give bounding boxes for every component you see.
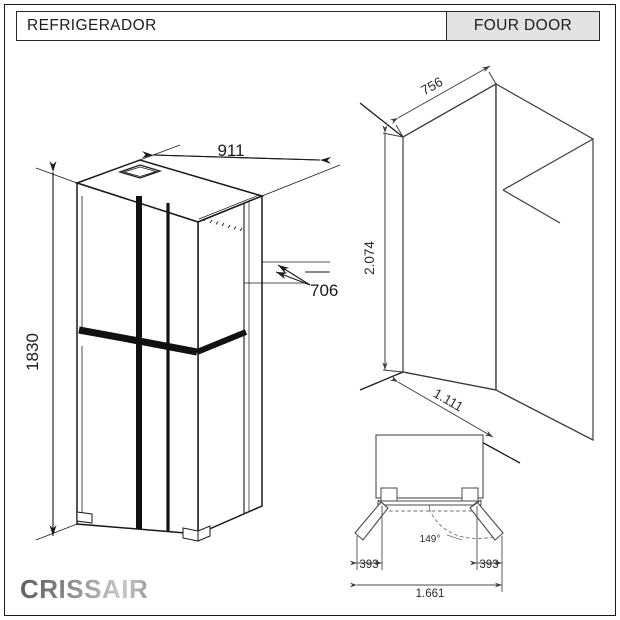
cabinet-base-detail (76, 511, 211, 542)
cabinet-right-face (197, 194, 263, 536)
plan-right-open-door (469, 499, 504, 541)
door-divider-lines (78, 196, 248, 531)
plan-dim-left-393 (349, 506, 383, 570)
plan-left-open-door (354, 499, 389, 541)
plan-angle-leader (446, 534, 463, 541)
product-isometric-view (35, 144, 341, 542)
dim-label-width-911: 911 (217, 141, 244, 160)
plan-door-front-face (377, 500, 482, 506)
brand-logo: CRISSAIR (20, 574, 149, 604)
title-block: REFRIGERADOR FOUR DOOR (16, 11, 600, 41)
dim-label-swing-angle-149: 149° (420, 534, 441, 545)
dim-label-niche-height-2074: 2.074 (362, 241, 377, 275)
dim-label-height-1830: 1830 (23, 333, 42, 371)
plan-dim-right-393 (469, 506, 503, 592)
dim-label-depth-706: 706 (310, 281, 338, 300)
cabinet-top-face (74, 159, 265, 223)
dim-label-total-width-1661: 1.661 (416, 588, 445, 600)
plan-hinge-blocks (380, 487, 479, 503)
niche-dimension-lines (382, 65, 497, 438)
dim-label-niche-width-1111: 1.111 (431, 386, 466, 415)
dim-label-right-door-393: 393 (479, 559, 498, 571)
sheet-border (4, 4, 616, 616)
door-swing-plan-view (349, 434, 504, 592)
dim-label-left-door-393: 393 (359, 559, 378, 571)
plan-swing-arc (428, 508, 495, 539)
dim-line-911 (141, 151, 332, 164)
dim-label-niche-depth-756: 756 (418, 74, 445, 98)
top-edge-vent-detail (203, 217, 243, 232)
page-title: REFRIGERADOR (17, 12, 446, 40)
model-type-badge: FOUR DOOR (446, 12, 599, 40)
niche-isometric-view (359, 82, 594, 464)
dim-line-706 (275, 264, 330, 286)
